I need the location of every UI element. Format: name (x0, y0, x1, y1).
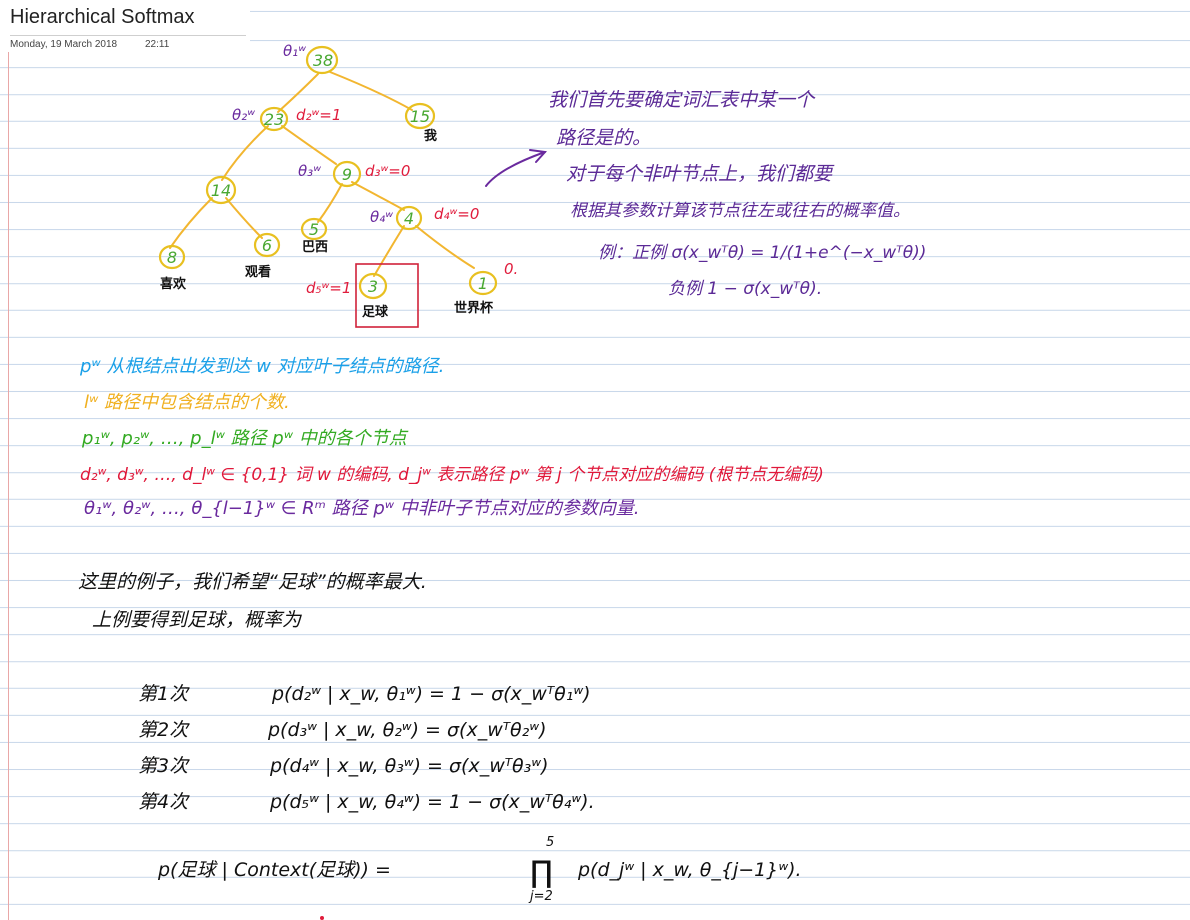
leaf-label-n15: 我 (424, 128, 437, 144)
tree-node-n15 (404, 102, 436, 130)
node-value-n14: 14 (211, 181, 231, 200)
code-n23: d₂ʷ=1 (296, 106, 341, 124)
tree-thetas: θ₁ʷ θ₂ʷ θ₃ʷ θ₄ʷ (232, 42, 393, 226)
node-value-n8: 8 (167, 248, 177, 267)
node-value-n4: 4 (404, 209, 414, 228)
tree-leaf-labels: 我 喜欢 观看 巴西 足球 世界杯 (160, 128, 494, 320)
right-note-line-5: 例：正例 σ(x_wᵀθ) = 1/(1+e^(−x_wᵀθ)) (598, 243, 926, 263)
theta-n23: θ₂ʷ (232, 106, 255, 124)
step-2-label: 第2次 (138, 719, 190, 741)
tree-node-n5 (300, 217, 328, 241)
tree-node-values: 38 23 15 14 9 8 6 5 4 3 1 (167, 51, 488, 296)
step-1-label: 第1次 (138, 683, 190, 705)
tree-node-root (305, 45, 339, 75)
target-word-highlight-box (355, 263, 419, 328)
node-value-root: 38 (313, 51, 333, 70)
title-underline (10, 35, 246, 36)
right-note-line-1: 我们首先要确定词汇表中某一个 (548, 89, 816, 111)
theta-root: θ₁ʷ (283, 42, 306, 60)
code-n3: d₅ʷ=1 (306, 279, 351, 297)
tree-node-n3 (358, 272, 388, 300)
example-intro-line-2: 上例要得到足球，概率为 (92, 609, 302, 631)
code-n4: d₄ʷ=0 (434, 205, 479, 223)
right-note-line-3: 对于每个非叶节点上，我们都要 (566, 163, 835, 185)
example-intro: 这里的例子，我们希望“足球”的概率最大. 上例要得到足球，概率为 (78, 571, 427, 631)
tree-node-n1 (468, 270, 498, 296)
leaf-label-n5: 巴西 (302, 240, 328, 255)
red-ink-dot (320, 916, 324, 920)
step-1-formula: p(d₂ʷ | x_w, θ₁ʷ) = 1 − σ(x_wᵀθ₁ʷ) (271, 683, 591, 705)
final-formula: p(足球 | Context(足球)) = ∏ 5 j=2 p(d_jʷ | x… (157, 835, 802, 904)
step-2-formula: p(d₃ʷ | x_w, θ₂ʷ) = σ(x_wᵀθ₂ʷ) (267, 719, 547, 741)
leaf-label-n1: 世界杯 (454, 300, 494, 316)
step-3-formula: p(d₄ʷ | x_w, θ₃ʷ) = σ(x_wᵀθ₃ʷ) (269, 755, 549, 777)
node-value-n3: 3 (368, 277, 378, 296)
step-4-label: 第4次 (138, 791, 190, 813)
code-n9: d₃ʷ=0 (365, 162, 410, 180)
node-value-n9: 9 (342, 165, 352, 184)
final-product-upper: 5 (546, 835, 554, 850)
final-product-symbol: ∏ (530, 855, 553, 890)
final-product-lower: j=2 (528, 889, 553, 904)
definition-thetas: θ₁ʷ, θ₂ʷ, …, θ_{l−1}ʷ ∈ Rᵐ 路径 pʷ 中非叶子节点对… (84, 498, 640, 519)
theta-n9: θ₃ʷ (298, 162, 321, 180)
node-value-n1: 1 (478, 274, 488, 293)
tree-to-notes-arrow (485, 149, 548, 187)
step-3-label: 第3次 (138, 755, 190, 777)
header-background (0, 0, 250, 52)
code-n1: 0. (504, 260, 518, 278)
node-value-n15: 15 (410, 107, 430, 126)
node-value-n23: 23 (264, 110, 284, 129)
tree-node-n14 (205, 175, 237, 205)
node-value-n5: 5 (309, 220, 319, 239)
leaf-label-n6: 观看 (245, 264, 271, 280)
example-intro-line-1: 这里的例子，我们希望“足球”的概率最大. (78, 571, 427, 593)
right-note-line-6: 负例 1 − σ(x_wᵀθ). (668, 279, 822, 299)
leaf-label-n8: 喜欢 (160, 276, 187, 292)
right-notes: 我们首先要确定词汇表中某一个 路径是的。 对于每个非叶节点上，我们都要 根据其参… (548, 89, 926, 299)
example-steps: 第1次 p(d₂ʷ | x_w, θ₁ʷ) = 1 − σ(x_wᵀθ₁ʷ) 第… (138, 683, 595, 813)
page-title[interactable]: Hierarchical Softmax (10, 6, 195, 28)
tree-node-n4 (395, 205, 423, 231)
definition-codes: d₂ʷ, d₃ʷ, …, d_lʷ ∈ {0,1} 词 w 的编码, d_jʷ … (80, 465, 824, 485)
step-4-formula: p(d₅ʷ | x_w, θ₄ʷ) = 1 − σ(x_wᵀθ₄ʷ). (269, 791, 595, 813)
definition-length: lʷ 路径中包含结点的个数. (84, 392, 290, 413)
page-time: 22:11 (145, 39, 170, 50)
tree-node-n6 (253, 232, 281, 258)
definition-nodes: p₁ʷ, p₂ʷ, …, p_lʷ 路径 pʷ 中的各个节点 (81, 428, 409, 449)
right-note-line-4: 根据其参数计算该节点往左或往右的概率值。 (570, 201, 910, 221)
right-note-line-2: 路径是的。 (556, 127, 651, 149)
tree-node-n23 (259, 106, 289, 132)
definitions: pʷ 从根结点出发到达 w 对应叶子结点的路径. lʷ 路径中包含结点的个数. … (79, 356, 824, 519)
node-value-n6: 6 (262, 236, 272, 255)
theta-n4: θ₄ʷ (370, 208, 393, 226)
final-lhs: p(足球 | Context(足球)) = (157, 859, 391, 881)
tree-node-circles (158, 45, 498, 300)
tree-node-n8 (158, 244, 186, 270)
definition-path: pʷ 从根结点出发到达 w 对应叶子结点的路径. (79, 356, 444, 377)
page-date: Monday, 19 March 2018 (10, 39, 118, 50)
tree-codes: d₂ʷ=1 d₃ʷ=0 d₄ʷ=0 d₅ʷ=1 0. (296, 106, 518, 297)
leaf-label-n3: 足球 (362, 304, 389, 320)
notebook-margin-line (8, 0, 9, 920)
final-rhs: p(d_jʷ | x_w, θ_{j−1}ʷ). (577, 859, 802, 881)
tree-node-n9 (332, 160, 362, 188)
